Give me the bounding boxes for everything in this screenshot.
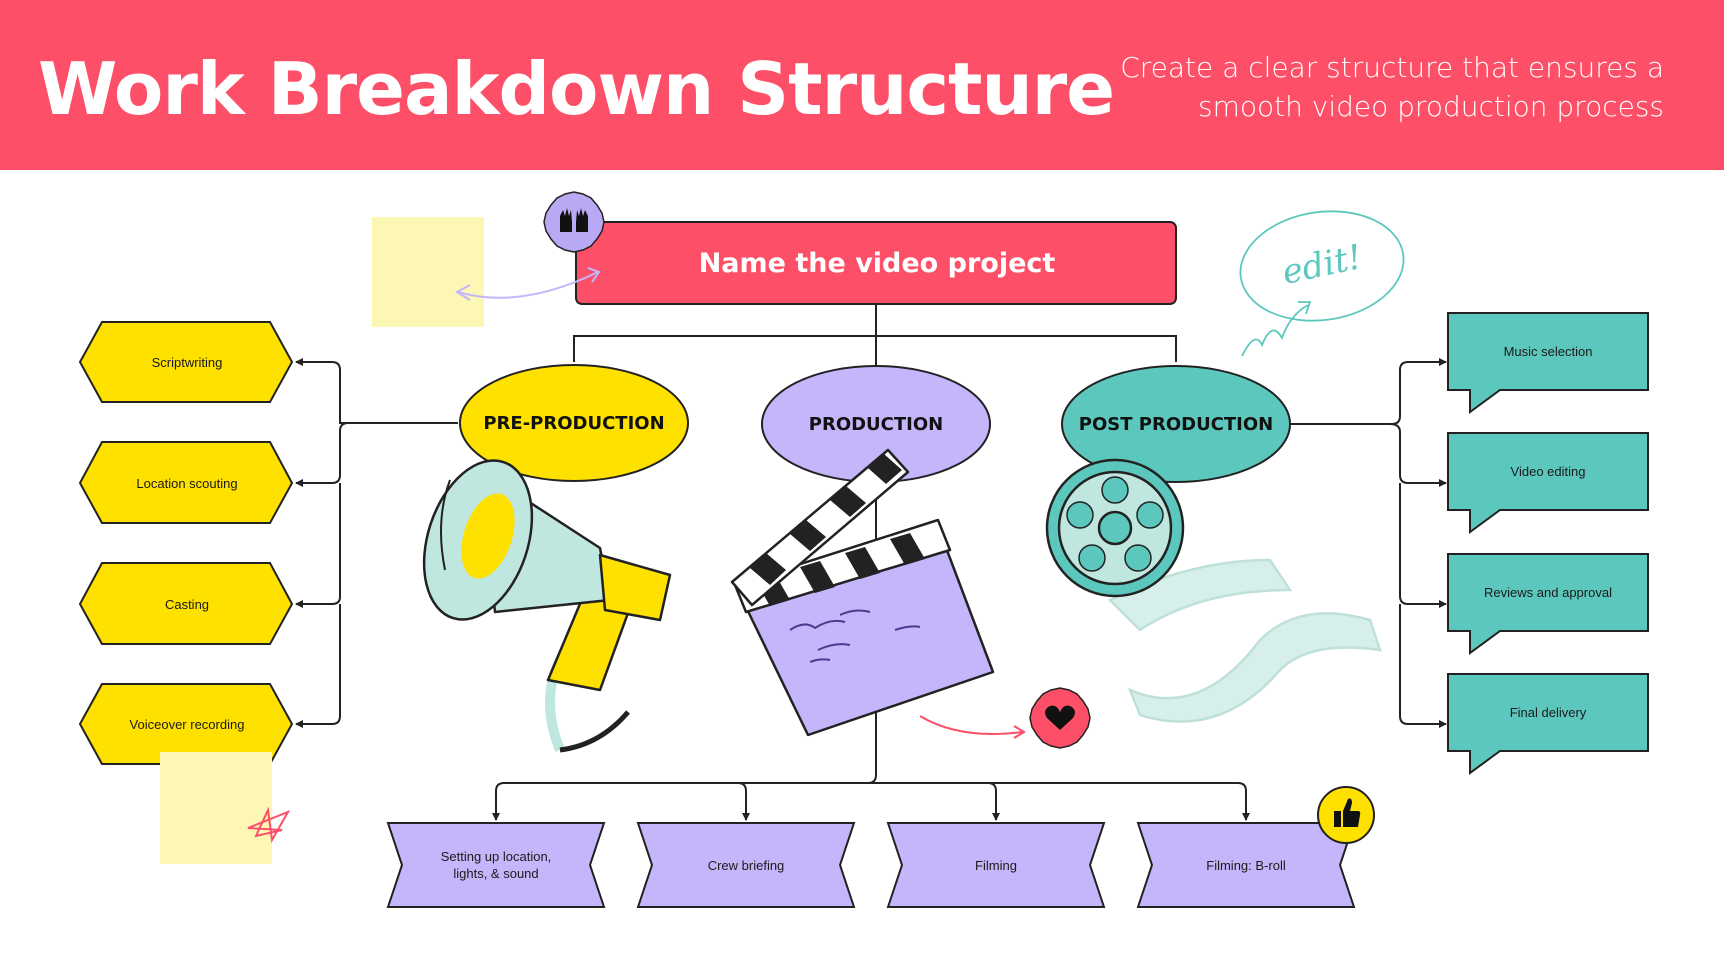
raised-hands-icon	[543, 191, 605, 253]
task-casting-label[interactable]: Casting	[164, 596, 210, 612]
task-crew-briefing-label[interactable]: Crew briefing	[707, 857, 785, 873]
connector-post-3	[1399, 483, 1447, 608]
phase-pre-production-label[interactable]: PRE-PRODUCTION	[483, 412, 665, 434]
task-casting	[78, 562, 294, 645]
connector-prod-4	[876, 782, 1250, 821]
task-location-scouting-label[interactable]: Location scouting	[136, 475, 238, 491]
task-setting-up-location-label[interactable]: Setting up location, lights, & sound	[440, 849, 552, 881]
root-node	[575, 221, 1177, 305]
megaphone-icon	[422, 459, 672, 753]
task-scriptwriting	[78, 321, 294, 403]
task-music-selection-label[interactable]: Music selection	[1503, 343, 1593, 359]
task-scriptwriting-label[interactable]: Scriptwriting	[151, 354, 223, 370]
connector-post-2	[1389, 423, 1447, 487]
task-final-delivery	[1447, 673, 1649, 775]
task-video-editing-label[interactable]: Video editing	[1510, 463, 1586, 479]
task-voiceover-recording-label[interactable]: Voiceover recording	[129, 716, 245, 732]
task-filming-label[interactable]: Filming	[975, 857, 1017, 873]
connector-post-1	[1290, 358, 1447, 425]
sticky-arrow	[457, 271, 599, 299]
page-subtitle: Create a clear structure that ensures a …	[1120, 51, 1664, 123]
task-music-selection	[1447, 312, 1649, 414]
thumbs-up-icon	[1317, 786, 1375, 844]
task-final-delivery-label[interactable]: Final delivery	[1509, 704, 1587, 720]
task-filming	[886, 822, 1106, 908]
sticky-note-bottom	[160, 752, 272, 864]
film-reel-icon	[1045, 458, 1382, 723]
heart-icon	[1029, 687, 1091, 749]
task-crew-briefing	[636, 822, 856, 908]
header-banner: Work Breakdown Structure Create a clear …	[0, 0, 1724, 170]
task-video-editing	[1447, 432, 1649, 534]
root-label[interactable]: Name the video project	[698, 247, 1056, 279]
phase-pre-production	[459, 364, 689, 482]
task-setting-up-location	[386, 822, 606, 908]
connector-prod-1	[492, 482, 877, 821]
task-location-scouting	[78, 441, 294, 524]
connector-pre-3	[295, 483, 341, 608]
connector-pre-4	[295, 604, 341, 728]
edit-doodle	[1239, 210, 1405, 357]
heart-arrow	[919, 715, 1023, 735]
sticky-note-top	[372, 217, 484, 327]
phase-post-production	[1061, 365, 1291, 483]
phase-production-label[interactable]: PRODUCTION	[808, 413, 944, 435]
task-reviews-and-approval	[1447, 553, 1649, 655]
task-reviews-and-approval-label[interactable]: Reviews and approval	[1484, 584, 1612, 600]
connector-pre-1	[295, 358, 458, 424]
task-filming-b-roll-label[interactable]: Filming: B-roll	[1206, 857, 1286, 873]
connector-prod-3	[876, 782, 1000, 821]
connector-pre-2	[295, 422, 458, 487]
connector-prod-2	[737, 782, 876, 821]
star-doodle-icon	[247, 806, 291, 844]
phase-post-production-label[interactable]: POST PRODUCTION	[1078, 413, 1274, 435]
connectors	[295, 305, 1447, 821]
connector-post-4	[1399, 604, 1447, 728]
clapperboard-icon	[730, 448, 995, 737]
page-title: Work Breakdown Structure	[38, 47, 1115, 131]
root-to-phases-connector	[573, 305, 1177, 368]
